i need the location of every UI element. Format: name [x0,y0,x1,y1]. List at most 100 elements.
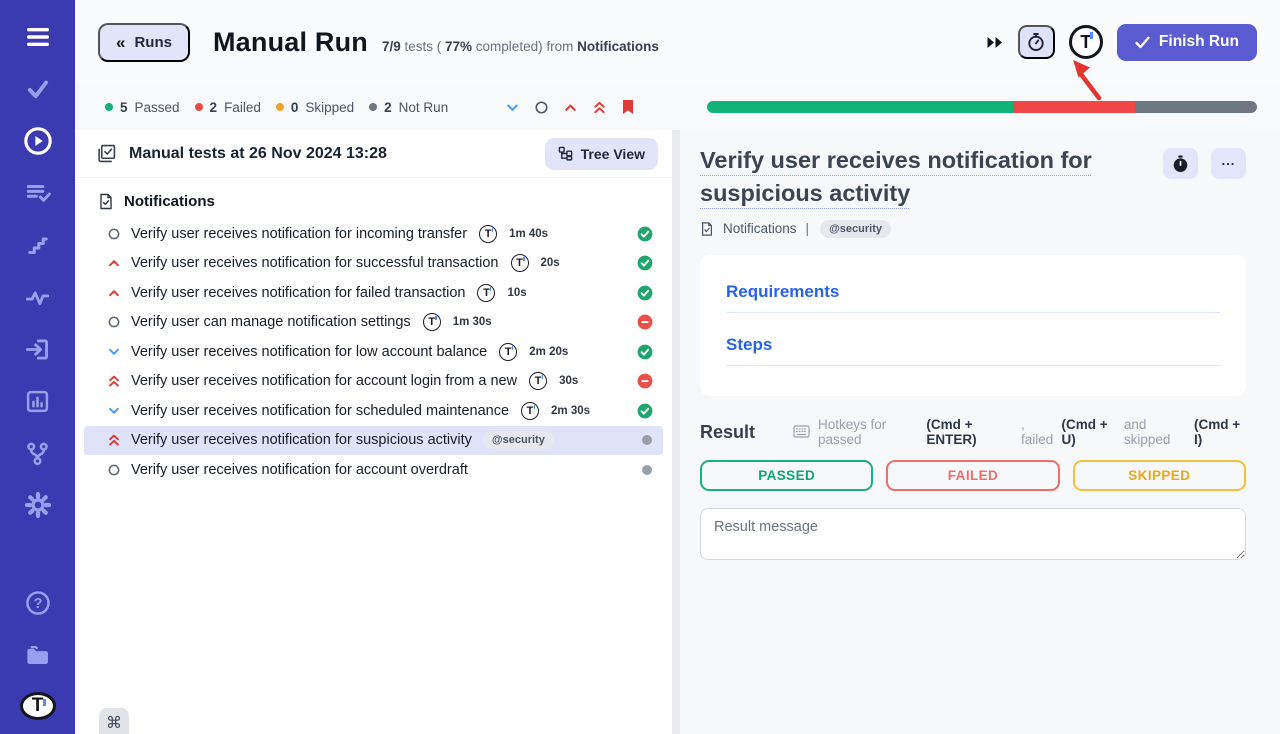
test-row[interactable]: Verify user receives notification for ac… [84,455,663,485]
pulse-icon[interactable] [23,282,53,312]
finish-run-button[interactable]: Finish Run [1116,23,1257,61]
content: Manual tests at 26 Nov 2024 13:28 Tree V… [75,130,1280,734]
testomat-icon: T [529,372,548,391]
status-badge [637,373,653,389]
branch-icon[interactable] [23,438,53,468]
section-link-requirements[interactable]: Requirements [726,282,1220,313]
text-part: 77% [445,38,473,54]
command-key-button[interactable]: ⌘ [99,708,129,734]
status-badge [637,344,653,360]
testomat-icon: T [499,342,518,361]
breadcrumb-suite[interactable]: Notifications [723,221,797,237]
test-row[interactable]: Verify user receives notification for su… [84,249,663,279]
chevron-down-filter-icon[interactable] [505,100,520,115]
chevron-up-filter-icon[interactable] [563,100,578,115]
test-duration: 2m 30s [551,404,591,417]
play-circle-icon[interactable] [23,126,53,156]
test-row[interactable]: Verify user receives notification for lo… [84,337,663,367]
double-chevron-left-icon: « [116,32,126,52]
test-list: Verify user receives notification for in… [75,219,672,485]
result-message-input[interactable] [700,507,1246,560]
test-title: Verify user receives notification for lo… [131,343,488,360]
tree-view-label: Tree View [580,145,645,162]
test-detail-panel: Verify user receives notification for su… [680,130,1280,734]
priority-icon [106,345,122,359]
back-to-runs-button[interactable]: « Runs [98,22,190,62]
text-part: Hotkeys for passed [818,416,887,447]
fast-forward-icon[interactable] [986,35,1004,50]
sidebar: ? T [0,0,75,734]
bookmark-icon[interactable] [621,99,635,115]
keyboard-icon [793,425,810,438]
status-badge [641,464,653,476]
detail-title-wrap: Verify user receives notification for su… [700,144,1246,211]
check-icon[interactable] [23,74,53,104]
file-check-icon [700,221,714,237]
analytics-icon[interactable] [23,386,53,416]
tree-view-button[interactable]: Tree View [544,137,658,170]
skipped-button[interactable]: SKIPPED [1072,459,1246,491]
header: « Runs Manual Run 7/9 tests ( 77% comple… [75,0,1280,101]
failed-button[interactable]: FAILED [886,459,1060,491]
stopwatch-icon [1028,33,1045,51]
suite-folder-row[interactable]: Notifications [75,178,672,219]
testomat-icon: T [477,283,496,302]
panel-splitter[interactable] [672,130,680,734]
suite-folder-label: Notifications [124,193,215,210]
passed-button[interactable]: PASSED [700,459,874,491]
text-part: (Cmd + U) [1061,416,1108,447]
text-part: 7/9 [381,38,401,54]
priority-icon [106,463,122,477]
status-count-value: 0 [290,99,299,115]
steps-icon[interactable] [23,230,53,260]
progress-segment-notrun [1134,101,1257,113]
priority-icon [106,227,122,241]
priority-icon [106,315,122,329]
status-badge [637,226,653,242]
status-count-label: Skipped [305,99,355,115]
test-row[interactable]: Verify user receives notification for fa… [84,278,663,308]
timer-button[interactable] [1017,25,1055,59]
detail-timer-button[interactable] [1163,148,1198,179]
testomat-icon: T [521,401,540,420]
gear-icon[interactable] [23,490,53,520]
test-row[interactable]: Verify user receives notification for in… [84,219,663,249]
test-row[interactable]: Verify user receives notification for su… [84,425,663,455]
test-duration: 30s [559,375,579,388]
text-part: completed) from [472,38,578,54]
detail-test-title[interactable]: Verify user receives notification for su… [700,147,1092,207]
test-title: Verify user receives notification for in… [131,225,468,242]
finish-run-label: Finish Run [1158,33,1239,50]
test-row[interactable]: Verify user can manage notification sett… [84,308,663,338]
test-row[interactable]: Verify user receives notification for ac… [84,367,663,397]
section-link-steps[interactable]: Steps [726,335,1220,366]
logo-icon[interactable]: T [19,692,56,720]
test-row[interactable]: Verify user receives notification for sc… [84,396,663,426]
test-title: Verify user receives notification for su… [131,255,499,272]
menu-icon[interactable] [23,22,53,52]
more-options-button[interactable]: ... [1211,148,1246,179]
stopwatch-filled-icon [1173,155,1188,172]
list-check-icon[interactable] [23,178,53,208]
page-title: Manual Run [212,26,368,57]
status-count-value: 2 [384,99,392,115]
projects-icon[interactable] [23,640,53,670]
circle-filter-icon[interactable] [534,100,549,115]
app-logo-icon[interactable]: T [1068,25,1103,59]
text-part: tests ( [400,38,446,54]
status-badge [641,434,653,446]
double-chevron-up-filter-icon[interactable] [592,100,607,115]
import-icon[interactable] [23,334,53,364]
status-dot [275,103,284,111]
security-tag[interactable]: @security [820,219,891,238]
help-icon[interactable]: ? [23,588,53,618]
progress-segment-passed [707,101,1013,113]
status-count-skipped[interactable]: 0 Skipped [275,99,355,115]
priority-icon [106,256,122,270]
